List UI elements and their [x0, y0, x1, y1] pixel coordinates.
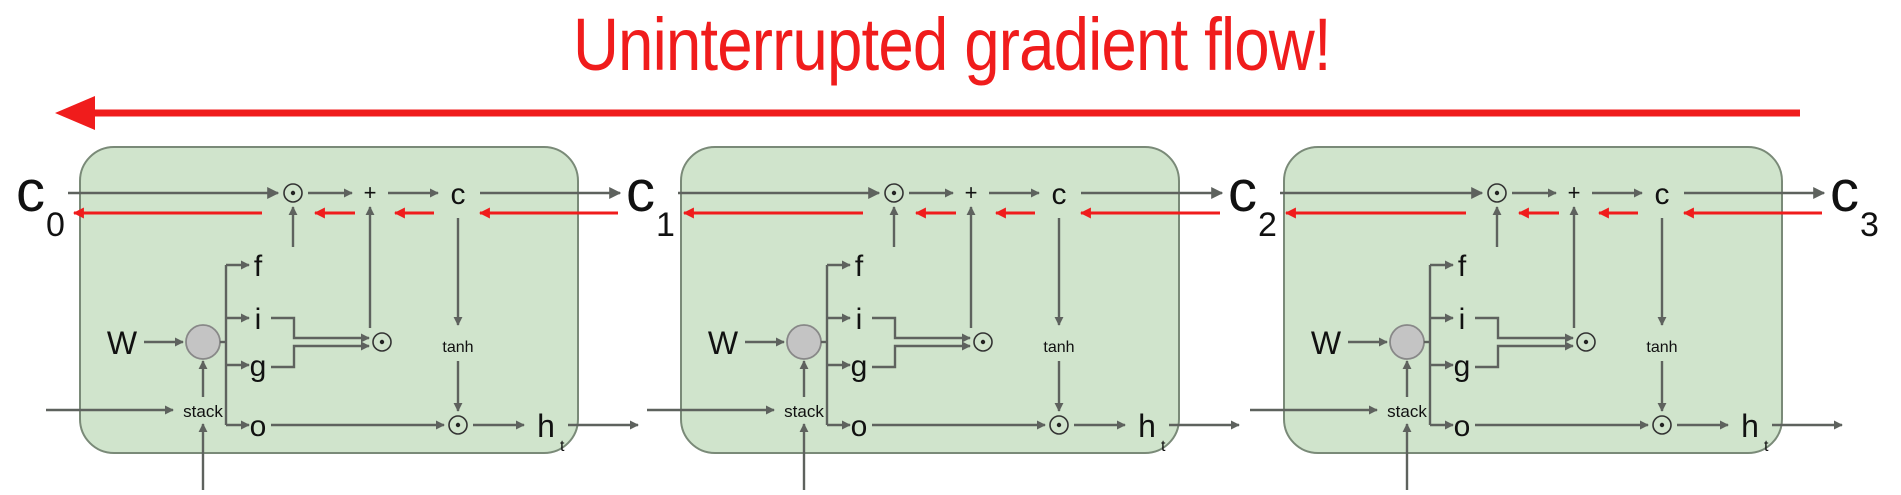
lstm-cell-box [680, 146, 1180, 454]
multiply-circle-icon [283, 183, 303, 203]
forget-multiply-node [884, 183, 904, 203]
stack-label: stack [1387, 402, 1427, 421]
input-multiply-node [973, 332, 993, 352]
hidden-state-label: h [537, 408, 555, 444]
multiply-dot-icon [1583, 339, 1589, 345]
multiply-circle-icon [973, 332, 993, 352]
multiply-dot-icon [1659, 422, 1665, 428]
matmul-node-icon [185, 324, 221, 360]
gate-label-i: i [856, 303, 863, 336]
cell-state-main-label: c [16, 159, 45, 224]
multiply-dot-icon [891, 190, 897, 196]
cell-state-subscript: 3 [1860, 206, 1879, 244]
weight-label: W [708, 325, 739, 361]
i-to-mul-arrow [1475, 316, 1574, 343]
multiply-dot-icon [290, 190, 296, 196]
gate-label-g: g [851, 350, 868, 383]
cell-state-subscript: 2 [1258, 206, 1277, 244]
multiply-circle-icon [372, 332, 392, 352]
i-to-mul-arrow [872, 316, 971, 343]
diagram-title: Uninterrupted gradient flow! [572, 3, 1332, 86]
multiply-circle-icon [448, 415, 468, 435]
g-to-mul-arrow [1475, 341, 1574, 369]
cell-state-c2: c2 [1228, 159, 1277, 244]
gradient-flow-arrow [55, 96, 1800, 130]
stack-label: stack [183, 402, 223, 421]
g-to-mul-arrow [872, 341, 971, 369]
weight-label: W [1311, 325, 1342, 361]
cell-state-main-label: c [1830, 159, 1859, 224]
cell-state-links-2 [678, 187, 1224, 219]
multiply-dot-icon [1494, 190, 1500, 196]
matmul-node-icon [1389, 324, 1425, 360]
hidden-state-subscript: t [560, 438, 565, 455]
cell-state-label: c [451, 178, 466, 211]
lstm-cell-box [79, 146, 579, 454]
cell-state-subscript: 0 [46, 206, 65, 244]
gate-label-g: g [250, 350, 267, 383]
g-to-mul-arrow [271, 341, 370, 369]
add-node: + [1568, 180, 1581, 205]
hidden-state-subscript: t [1764, 438, 1769, 455]
gate-label-o: o [1454, 410, 1471, 443]
multiply-dot-icon [379, 339, 385, 345]
tanh-label: tanh [1043, 339, 1074, 356]
i-to-mul-arrow [271, 316, 370, 343]
multiply-circle-icon [1652, 415, 1672, 435]
gate-label-o: o [250, 410, 267, 443]
hidden-state-subscript: t [1161, 438, 1166, 455]
hidden-state-label: h [1138, 408, 1156, 444]
cell-state-links-1 [68, 187, 622, 219]
input-multiply-node [372, 332, 392, 352]
input-multiply-node [1576, 332, 1596, 352]
cell-state-main-label: c [626, 159, 655, 224]
output-multiply-node [1652, 415, 1672, 435]
gate-label-f: f [855, 250, 864, 283]
forget-multiply-node [1487, 183, 1507, 203]
cell-state-links-3 [1280, 187, 1826, 219]
output-multiply-node [1049, 415, 1069, 435]
hidden-state-label: h [1741, 408, 1759, 444]
stack-label: stack [784, 402, 824, 421]
gate-label-i: i [1459, 303, 1466, 336]
gradient-arrowhead-icon [55, 96, 95, 130]
gate-label-i: i [255, 303, 262, 336]
cell-state-label: c [1655, 178, 1670, 211]
gate-label-f: f [1458, 250, 1467, 283]
multiply-circle-icon [1049, 415, 1069, 435]
lstm-cell-box [1283, 146, 1783, 454]
multiply-dot-icon [980, 339, 986, 345]
matmul-node-icon [786, 324, 822, 360]
output-multiply-node [448, 415, 468, 435]
cell-state-c3: c3 [1830, 159, 1879, 244]
multiply-dot-icon [455, 422, 461, 428]
cell-state-c0: c0 [16, 159, 65, 244]
multiply-circle-icon [1576, 332, 1596, 352]
gate-label-f: f [254, 250, 263, 283]
cell-state-label: c [1052, 178, 1067, 211]
tanh-label: tanh [1646, 339, 1677, 356]
multiply-dot-icon [1056, 422, 1062, 428]
multiply-circle-icon [1487, 183, 1507, 203]
cell-state-c1: c1 [626, 159, 675, 244]
forget-multiply-node [283, 183, 303, 203]
gate-label-o: o [851, 410, 868, 443]
multiply-circle-icon [884, 183, 904, 203]
cell-state-subscript: 1 [656, 206, 675, 244]
add-node: + [965, 180, 978, 205]
cell-state-main-label: c [1228, 159, 1257, 224]
gate-label-g: g [1454, 350, 1471, 383]
weight-label: W [107, 325, 138, 361]
tanh-label: tanh [442, 339, 473, 356]
add-node: + [364, 180, 377, 205]
